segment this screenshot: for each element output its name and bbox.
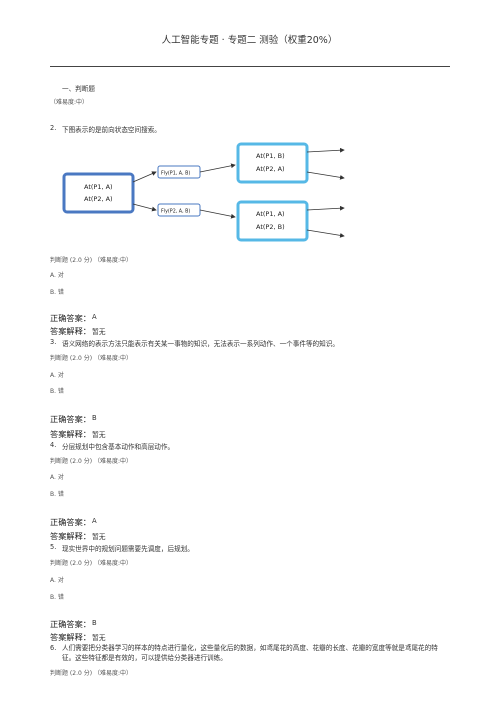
question-5-explanation-label: 答案解释： (50, 632, 91, 642)
question-3-answer-value: B (92, 414, 97, 422)
question-2-explanation-value: 暂无 (92, 328, 106, 336)
arrow-top-state-out-2 (306, 171, 345, 180)
question-2-option-a[interactable]: A. 对 (50, 272, 64, 279)
question-3-meta: 判断题 (2.0 分) （难易度:中） (50, 355, 132, 362)
title-divider (50, 66, 450, 67)
question-4-explanation-value: 暂无 (92, 533, 106, 541)
question-4-option-b[interactable]: B. 错 (50, 491, 64, 498)
bottom-state-line-2: At(P2, B) (256, 223, 285, 231)
question-5-text: 现实世界中的规划问题需要先调度，后规划。 (62, 545, 194, 553)
arrow-top-state-out-1 (306, 147, 345, 153)
question-3-text: 语义网络的表示方法只能表示有关某一事物的知识，无法表示一系列动作、一个事件等的知… (62, 340, 339, 348)
left-state-line-2: At(P2, A) (84, 195, 113, 203)
question-5-option-b[interactable]: B. 错 (50, 594, 64, 601)
question-3-option-a[interactable]: A. 对 (50, 372, 64, 379)
question-4-number: 4. (50, 441, 57, 449)
arrow-bottom-state-out-1 (306, 205, 345, 211)
arrow-left-to-bottom-action (132, 203, 157, 212)
question-4-meta: 判断题 (2.0 分) （难易度:中） (50, 458, 132, 465)
question-4-text: 分层规划中包含基本动作和高层动作。 (62, 443, 175, 451)
page-title: 人工智能专题 · 专题二 测验（权重20%） (161, 35, 338, 46)
question-4-option-a[interactable]: A. 对 (50, 474, 64, 481)
question-6-text: 人们需要把分类器学习的样本的特点进行量化，这些量化后的数据，如鸢尾花的高度、花瓣… (62, 644, 438, 662)
left-state-line-1: At(P1, A) (84, 183, 113, 191)
section-heading: 一、判断题 (62, 85, 95, 93)
question-2-text: 下图表示的是前向状态空间搜索。 (62, 126, 161, 134)
arrow-top-action-to-top-state (199, 163, 236, 173)
question-2-option-b[interactable]: B. 错 (50, 289, 64, 296)
question-3-option-b[interactable]: B. 错 (50, 388, 64, 395)
question-2-answer-label: 正确答案： (50, 313, 91, 323)
question-2-answer-value: A (92, 313, 97, 321)
arrow-bottom-action-to-bottom-state (199, 209, 236, 219)
top-state-box (236, 142, 309, 184)
bottom-state-box (236, 200, 309, 242)
question-3-explanation-label: 答案解释： (50, 429, 91, 439)
arrow-bottom-state-out-2 (306, 229, 345, 238)
question-4-explanation-label: 答案解释： (50, 531, 91, 541)
left-state-box (62, 172, 135, 214)
question-5-meta: 判断题 (2.0 分) （难易度:中） (50, 560, 132, 567)
top-action-label: Fly(P1, A, B) (161, 171, 190, 177)
bottom-action-label: Fly(P2, A, B) (161, 209, 190, 215)
question-5-number: 5. (50, 543, 57, 551)
question-2-meta: 判断题 (2.0 分) （难易度:中） (50, 257, 132, 264)
question-4-answer-value: A (92, 517, 97, 525)
question-6-number: 6. (50, 644, 57, 652)
question-4-answer-label: 正确答案： (50, 517, 91, 527)
question-3-number: 3. (50, 338, 57, 346)
question-2-number: 2. (50, 124, 57, 132)
question-5-explanation-value: 暂无 (92, 634, 106, 642)
question-5-option-a[interactable]: A. 对 (50, 577, 64, 584)
question-3-explanation-value: 暂无 (92, 431, 106, 439)
question-5-answer-value: B (92, 619, 97, 627)
arrow-left-to-top-action (132, 171, 157, 183)
question-3-answer-label: 正确答案： (50, 414, 91, 424)
bottom-state-line-1: At(P1, A) (256, 210, 285, 218)
top-state-line-1: At(P1, B) (256, 152, 285, 160)
state-space-diagram: At(P1, A) At(P2, A) Fly(P1, A, B) Fly(P2… (62, 142, 345, 242)
question-6-meta: 判断题 (2.0 分) （难易度:中） (50, 670, 132, 677)
question-2-explanation-label: 答案解释： (50, 326, 91, 336)
question-5-answer-label: 正确答案： (50, 619, 91, 629)
top-state-line-2: At(P2, A) (256, 165, 285, 173)
section-difficulty: （难易度:中） (50, 99, 89, 106)
